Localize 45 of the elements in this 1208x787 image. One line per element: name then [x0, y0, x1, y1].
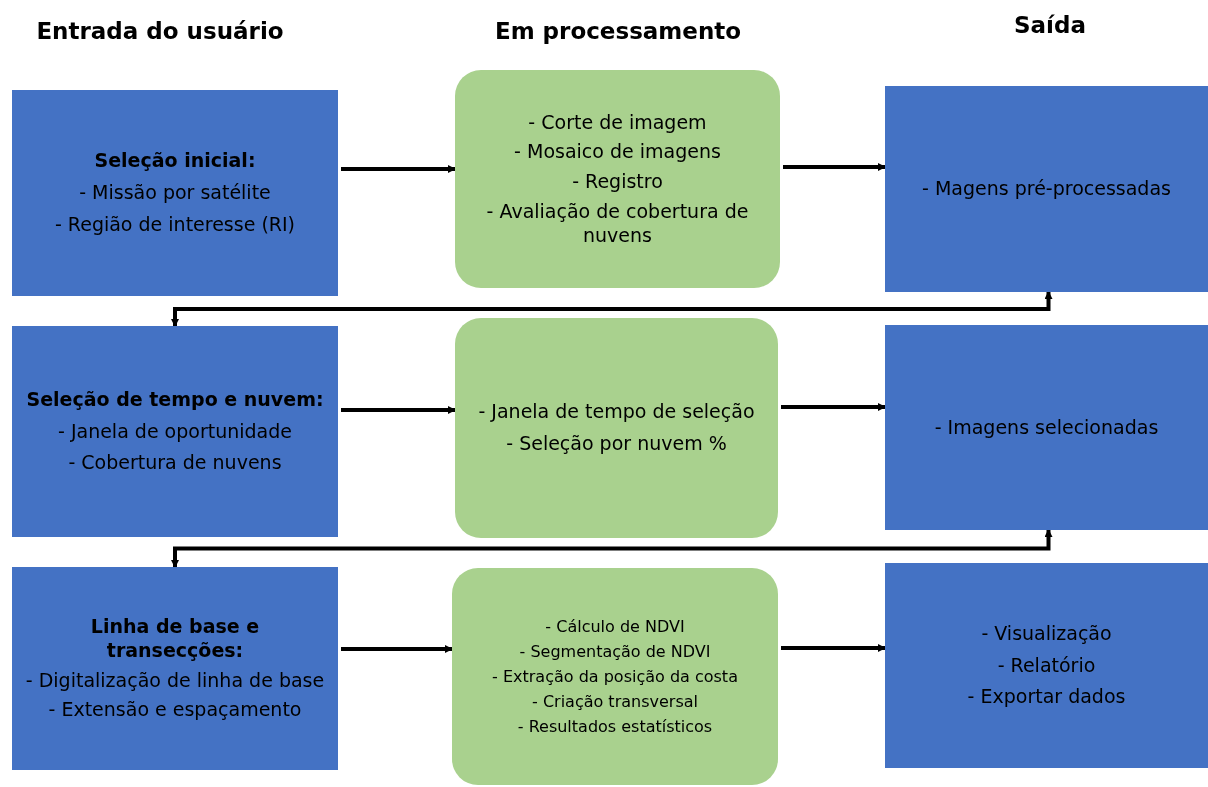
- box-heading: Seleção inicial:: [94, 149, 256, 174]
- box-text: - Janela de tempo de seleção: [478, 400, 755, 424]
- column-heading: Em processamento: [494, 18, 742, 44]
- arrow: [171, 291, 1053, 327]
- column-heading: Entrada do usuário: [36, 18, 284, 44]
- box-text: - Criação transversal: [532, 691, 698, 712]
- arrow: [781, 403, 886, 411]
- input-box: [12, 567, 338, 770]
- box-text: - Registro: [572, 170, 663, 194]
- box-text: - Cálculo de NDVI: [545, 616, 685, 637]
- box-text: - Imagens selecionadas: [934, 415, 1159, 440]
- process-box: [455, 318, 778, 538]
- box-text: - Corte de imagem: [528, 110, 707, 135]
- arrow: [341, 165, 456, 173]
- output-box: [885, 86, 1208, 292]
- box-text: - Exportar dados: [967, 685, 1126, 710]
- box-text: - Magens pré-processadas: [922, 177, 1171, 201]
- output-box: [885, 563, 1208, 768]
- box-text: - Digitalização de linha de base: [25, 668, 325, 693]
- box-heading: Seleção de tempo e nuvem:: [26, 387, 324, 412]
- box-text: - Janela de oportunidade: [58, 419, 292, 444]
- box-text: - Extração da posição da costa: [492, 666, 738, 687]
- box-text: - Resultados estatísticos: [517, 716, 713, 737]
- box-text: - Mosaico de imagens: [514, 140, 721, 165]
- process-box: [455, 70, 780, 288]
- box-text: - Visualização: [981, 621, 1112, 646]
- arrow: [171, 529, 1053, 568]
- box-text: - Segmentação de NDVI: [519, 641, 711, 662]
- process-box: [452, 568, 778, 785]
- box-text: - Seleção por nuvem %: [506, 432, 727, 456]
- box-text: - Avaliação de cobertura de nuvens: [485, 199, 750, 248]
- arrow: [341, 406, 456, 414]
- output-box: [885, 325, 1208, 530]
- box-heading: Linha de base e transecções:: [89, 615, 261, 663]
- arrow: [341, 645, 453, 653]
- box-text: - Cobertura de nuvens: [68, 451, 282, 476]
- arrow: [781, 644, 886, 652]
- arrow: [783, 163, 886, 171]
- input-box: [12, 90, 338, 296]
- box-text: - Relatório: [997, 653, 1096, 678]
- box-text: - Missão por satélite: [79, 181, 271, 205]
- input-box: [12, 326, 338, 537]
- box-text: - Região de interesse (RI): [54, 212, 296, 237]
- column-heading: Saída: [1014, 12, 1086, 38]
- box-text: - Extensão e espaçamento: [48, 698, 302, 722]
